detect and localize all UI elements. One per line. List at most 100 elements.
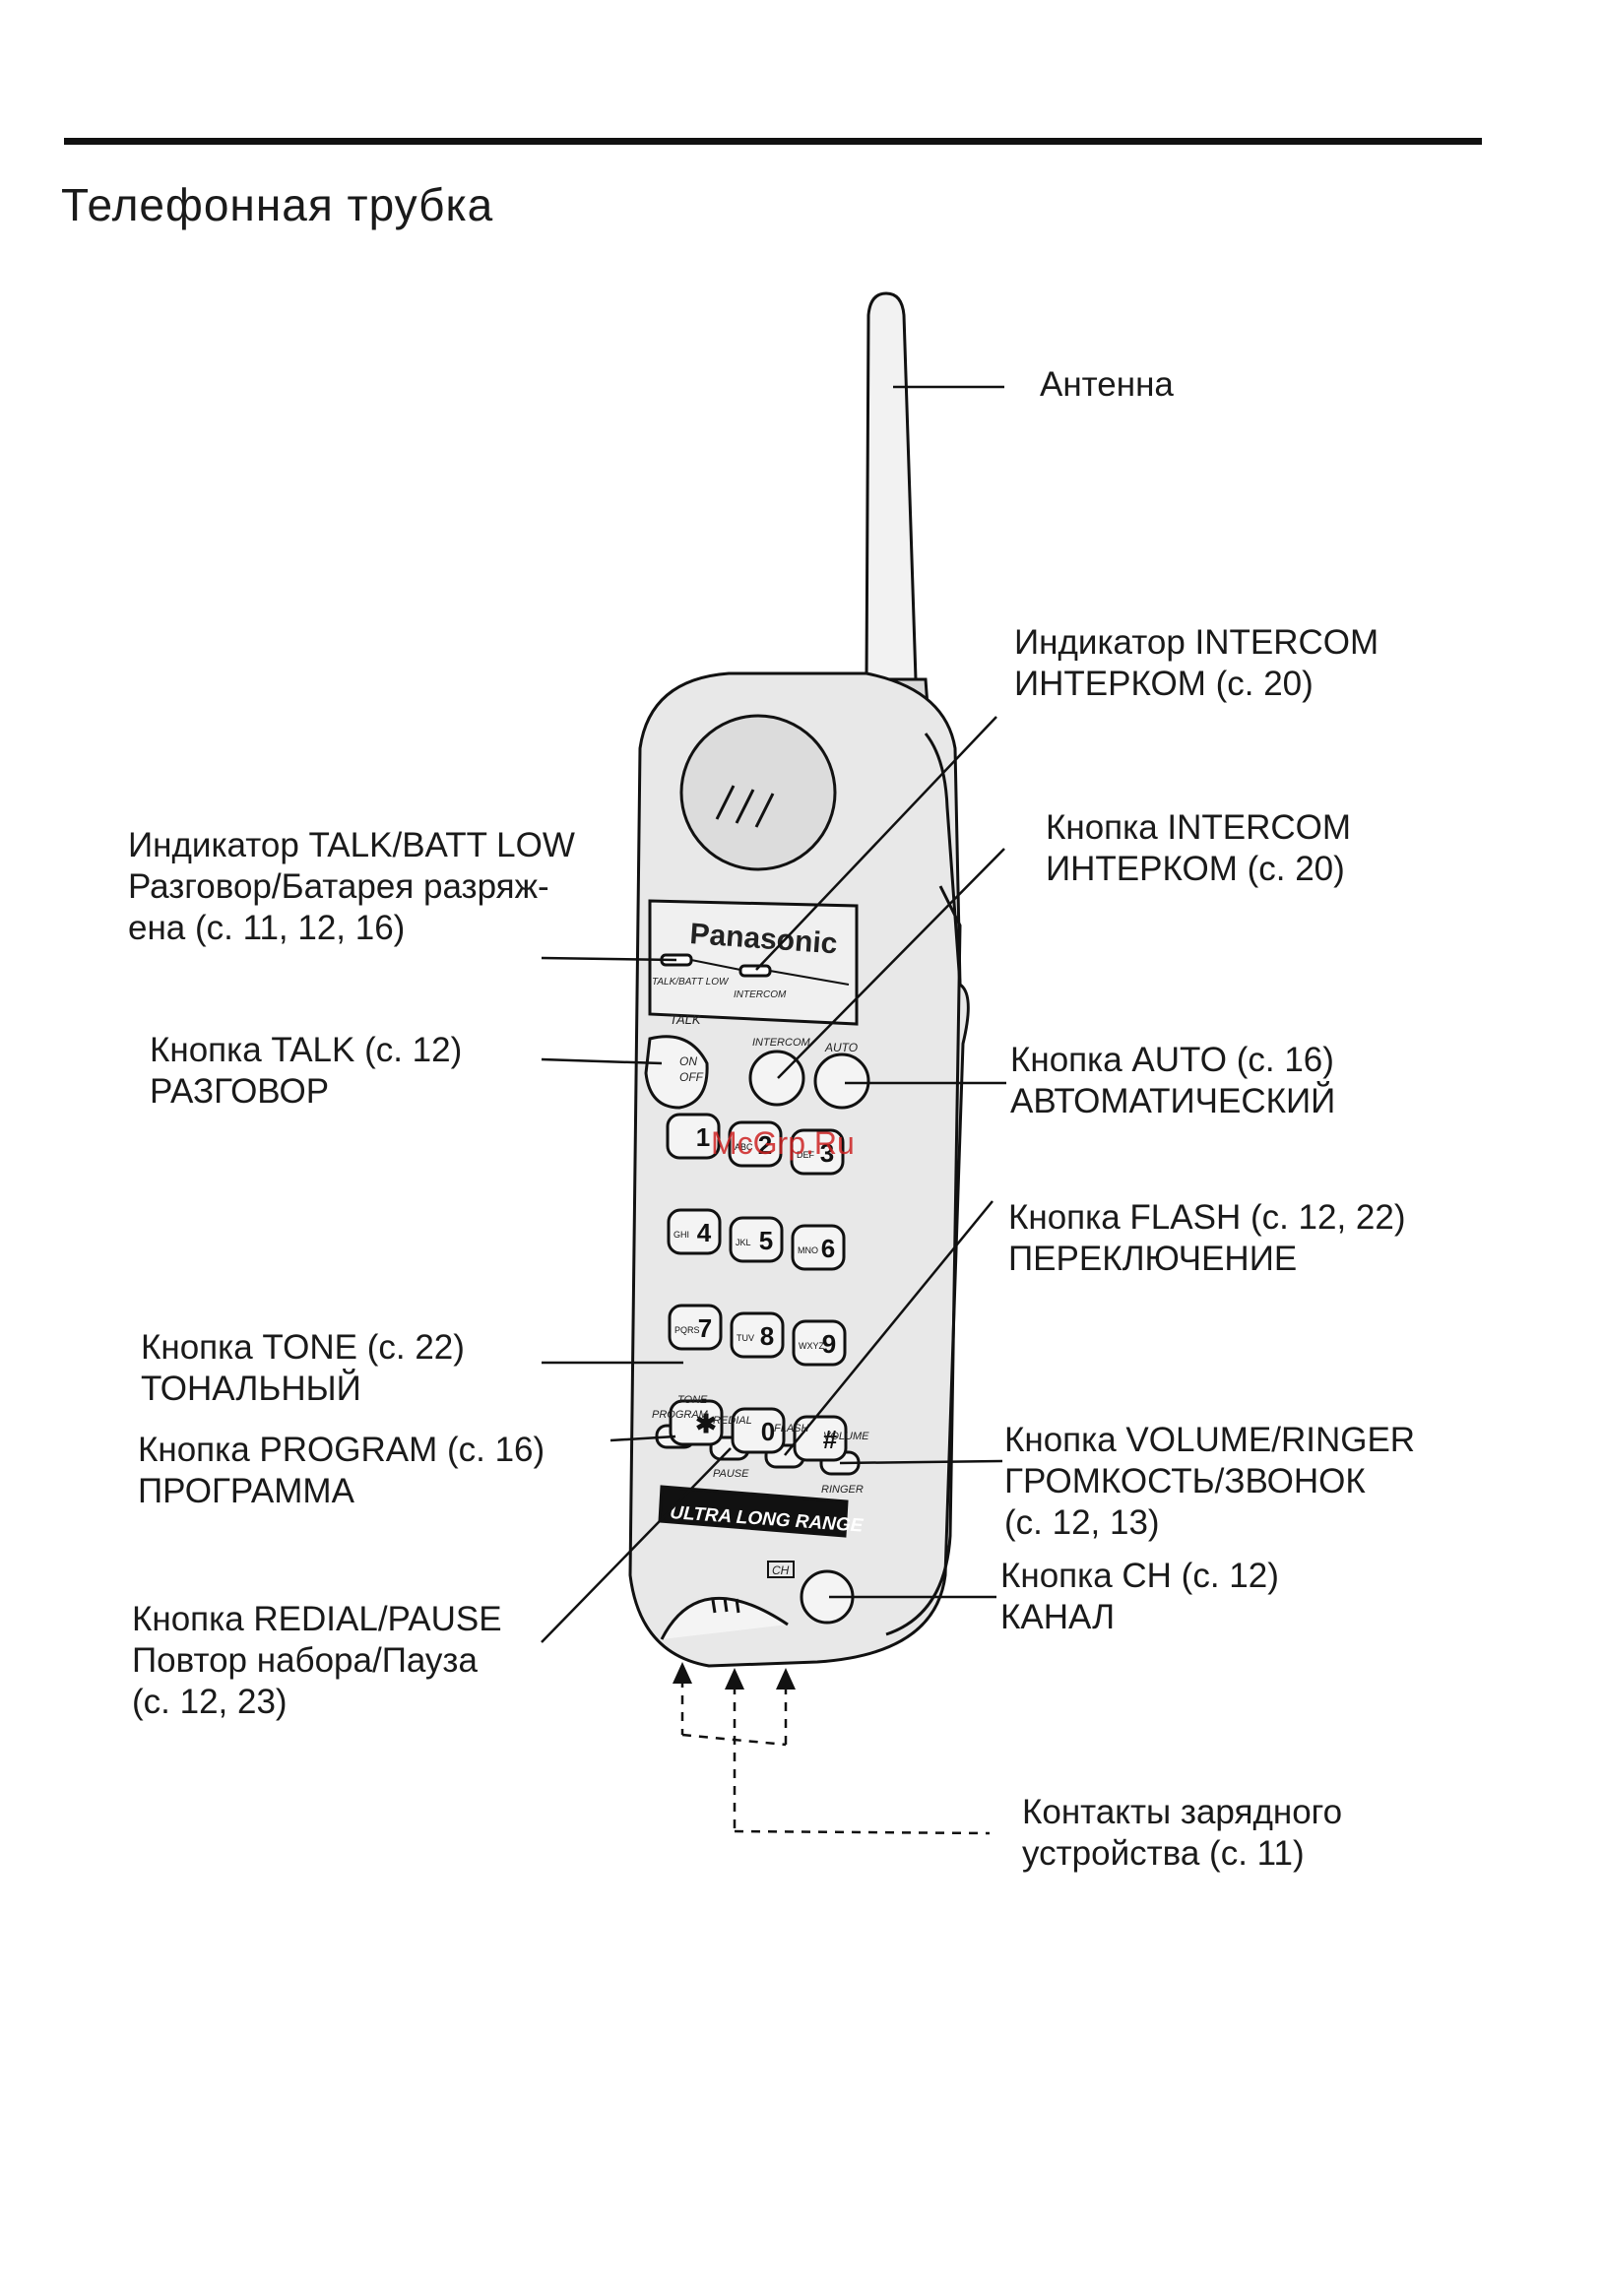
led-strip [690, 959, 850, 986]
contact-marks [711, 1597, 740, 1614]
label-intercom-button-2: ИНТЕРКОМ (с. 20) [1046, 850, 1345, 888]
label-flash-button-2: ПЕРЕКЛЮЧЕНИЕ [1008, 1240, 1297, 1278]
label-redial-button-1: Кнопка REDIAL/PAUSE [132, 1600, 502, 1638]
leader-flash-button [784, 1200, 994, 1456]
keypad-key-digit: 5 [759, 1226, 773, 1255]
label-ch-button-2: КАНАЛ [1000, 1598, 1115, 1636]
keypad-key-digit: 0 [761, 1417, 775, 1446]
keypad-key-shape [792, 1319, 847, 1367]
label-flash-button-1: Кнопка FLASH (с. 12, 22) [1008, 1198, 1406, 1237]
antenna [865, 291, 918, 681]
auto-text: AUTO [824, 1041, 858, 1054]
keypad-key-shape [666, 1113, 721, 1160]
earpiece-slots [715, 785, 775, 828]
keypad-key-letters: DEF [797, 1150, 815, 1160]
leader-volume-button [839, 1459, 1003, 1465]
brand-panel [648, 899, 859, 1026]
keypad-key-letters: GHI [673, 1230, 689, 1240]
label-charge-contacts-1: Контакты зарядного [1022, 1793, 1342, 1831]
keypad-key-shape [790, 1128, 845, 1176]
leader-redial-button [541, 1447, 732, 1643]
keypad-key-letters: JKL [736, 1238, 751, 1247]
charge-arc [660, 1596, 789, 1640]
label-auto-button-1: Кнопка AUTO (с. 16) [1010, 1041, 1334, 1079]
top-rule [64, 138, 1482, 145]
label-talk-button-1: Кнопка TALK (с. 12) [150, 1031, 462, 1069]
keypad-key-shape [668, 1304, 723, 1351]
leader-talk-button [541, 1057, 663, 1065]
label-charge-contacts-2: устройства (с. 11) [1022, 1834, 1305, 1873]
keypad-key-digit: # [823, 1425, 838, 1454]
label-talk-indicator-2: Разговор/Батарея разряж- [128, 867, 549, 906]
arrow-head-left [673, 1662, 692, 1684]
label-volume-button-1: Кнопка VOLUME/RINGER [1004, 1421, 1415, 1459]
keypad-key-shape [728, 1120, 783, 1168]
label-volume-button-2: ГРОМКОСТЬ/ЗВОНОК [1004, 1462, 1366, 1500]
label-intercom-indicator-1: Индикатор INTERCOM [1014, 623, 1379, 662]
side-edge-lower [885, 885, 962, 1636]
label-intercom-button-1: Кнопка INTERCOM [1046, 808, 1351, 847]
leader-program-button [609, 1435, 676, 1442]
keypad-key-digit: 9 [822, 1329, 836, 1359]
arrow-head-right [776, 1668, 796, 1690]
keypad-key-letters: MNO [798, 1245, 818, 1255]
pause-text: PAUSE [713, 1468, 749, 1480]
charge-arrows [680, 1679, 991, 1835]
arrow-join [681, 1733, 787, 1747]
keypad-key-letters: PQRS [674, 1325, 700, 1335]
keypad-key: 8 TUV [730, 1311, 785, 1359]
on-text: ON [679, 1054, 697, 1068]
keypad-key-letters: WXYZ [799, 1341, 825, 1351]
intercom-button-text: INTERCOM [752, 1037, 811, 1049]
keypad-key-digit: 8 [760, 1321, 774, 1351]
program-text: PROGRAM [652, 1409, 709, 1421]
talk-text: TALK [670, 1012, 702, 1027]
arrow-leader [734, 1829, 991, 1835]
arrow-heads [673, 1662, 796, 1690]
label-tone-button-2: ТОНАЛЬНЫЙ [141, 1369, 361, 1408]
keypad-key-letters: ABC [735, 1142, 753, 1152]
label-talk-indicator-1: Индикатор TALK/BATT LOW [128, 826, 575, 864]
ringer-text: RINGER [821, 1484, 864, 1496]
keypad-key-shape [791, 1224, 846, 1271]
leader-talk-indicator [541, 956, 677, 962]
talk-button [644, 1035, 709, 1110]
auto-button [813, 1052, 870, 1110]
keypad-key-shape [667, 1208, 722, 1255]
label-redial-button-3: (с. 12, 23) [132, 1683, 288, 1721]
ch-text: CH [772, 1563, 790, 1577]
keypad-key-digit: 6 [821, 1234, 835, 1263]
label-talk-indicator-3: ена (с. 11, 12, 16) [128, 909, 405, 947]
leader-intercom-button [777, 848, 1005, 1079]
off-text: OFF [679, 1070, 704, 1084]
keypad-key-letters: TUV [737, 1333, 754, 1343]
flash-text: FLASH [774, 1423, 809, 1435]
keypad-key-shape [729, 1216, 784, 1263]
watermark: McGrp.Ru [711, 1125, 855, 1161]
label-program-button-2: ПРОГРАММА [138, 1472, 355, 1510]
keypad-key-digit: 1 [696, 1122, 710, 1152]
page-title: Телефонная трубка [61, 179, 493, 230]
keypad-key-shape [730, 1311, 785, 1359]
leader-lines [541, 385, 1006, 1643]
label-redial-button-2: Повтор набора/Пауза [132, 1641, 478, 1680]
tone-text: TONE [677, 1394, 708, 1406]
keypad-key-digit: 2 [758, 1130, 772, 1160]
callout-labels: Антенна Индикатор INTERCOM ИНТЕРКОМ (с. … [128, 365, 1415, 1873]
keypad-key: 5 JKL [729, 1216, 784, 1263]
label-ch-button-1: Кнопка CH (с. 12) [1000, 1557, 1279, 1595]
arrow-head-mid [725, 1668, 744, 1690]
label-auto-button-2: АВТОМАТИЧЕСКИЙ [1010, 1081, 1335, 1120]
keypad-key: 0 [731, 1407, 786, 1454]
leader-intercom-indicator [755, 716, 997, 971]
keypad-key: ✱ [669, 1399, 724, 1446]
volume-text: VOLUME [823, 1431, 869, 1442]
keypad-key: 2 ABC [728, 1120, 783, 1168]
label-talk-button-2: РАЗГОВОР [150, 1072, 329, 1111]
